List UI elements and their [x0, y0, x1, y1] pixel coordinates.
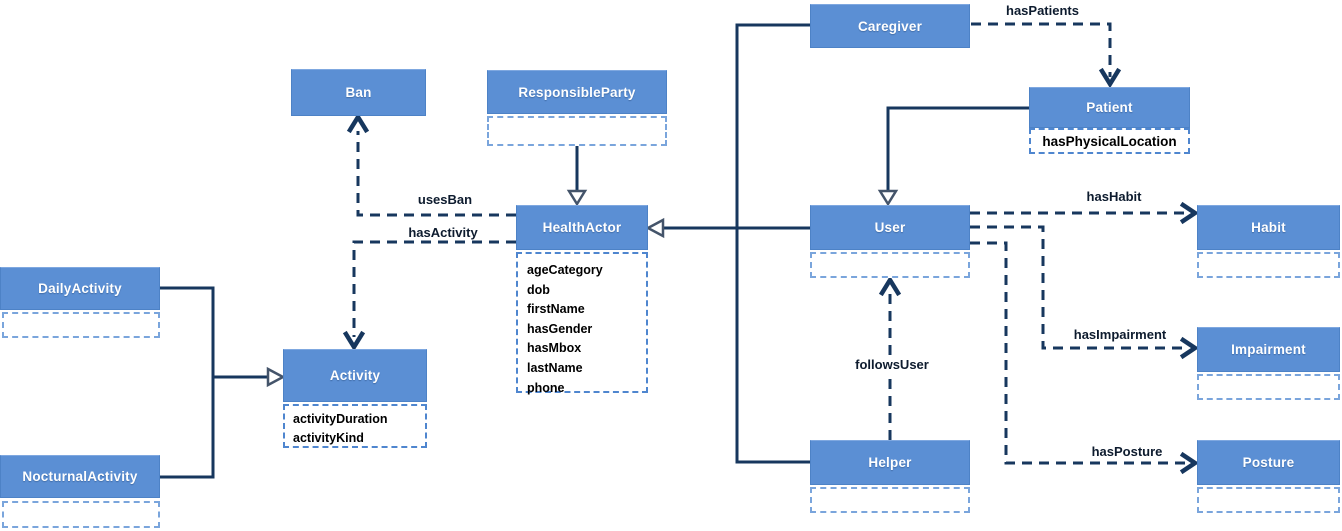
relation-label-hasimpairment: hasImpairment	[1073, 327, 1167, 342]
attributes-healthactor: ageCategory dob firstName hasGender hasM…	[516, 252, 648, 395]
generalization-arrowhead-patient	[877, 189, 899, 207]
attributes-habit	[1197, 252, 1340, 278]
generalization-arrowhead-activity	[266, 366, 286, 388]
arrowhead-haspatients-icon	[1098, 67, 1122, 89]
attributes-patient: hasPhysicalLocation	[1029, 128, 1190, 154]
generalization-patient-user	[886, 106, 1029, 191]
class-responsibleparty: ResponsibleParty	[487, 70, 667, 114]
attribute: phone	[527, 380, 565, 395]
attributes-posture	[1197, 487, 1340, 513]
class-patient: Patient	[1029, 87, 1190, 128]
attributes-responsibleparty	[487, 116, 667, 146]
class-posture: Posture	[1197, 440, 1340, 485]
arrowhead-hashabit-icon	[1179, 201, 1200, 225]
attribute: hasGender	[527, 321, 593, 336]
class-nocturnalactivity: NocturnalActivity	[0, 455, 160, 498]
attribute: activityKind	[293, 431, 364, 445]
relation-label-followsuser: followsUser	[846, 356, 938, 373]
arrowhead-followsuser-icon	[878, 275, 902, 297]
relation-hasposture-line	[970, 241, 1185, 465]
relation-label-hasactivity: hasActivity	[408, 225, 478, 240]
arrowhead-usesban-icon	[346, 112, 370, 134]
arrowhead-hasactivity-icon	[342, 330, 366, 352]
class-activity: Activity	[283, 349, 427, 402]
attribute: ageCategory	[527, 263, 603, 277]
attributes-helper	[810, 487, 970, 513]
attributes-dailyactivity	[2, 312, 160, 338]
class-helper: Helper	[810, 440, 970, 485]
attribute: lastName	[527, 360, 583, 375]
arrowhead-hasposture-icon	[1179, 451, 1200, 475]
relation-label-usesban: usesBan	[417, 192, 473, 207]
generalization-tree-healthactor	[663, 23, 810, 464]
relation-hasactivity-line	[352, 240, 516, 337]
attribute: dob	[527, 282, 550, 297]
arrowhead-hasimpairment-icon	[1179, 336, 1200, 360]
relation-label-haspatients: hasPatients	[1006, 3, 1079, 18]
attribute: activityDuration	[293, 412, 388, 426]
class-healthactor: HealthActor	[516, 205, 648, 250]
class-caregiver: Caregiver	[810, 4, 970, 48]
class-ban: Ban	[291, 69, 426, 116]
class-habit: Habit	[1197, 205, 1340, 250]
attribute: hasPhysicalLocation	[1042, 133, 1177, 149]
relation-label-hashabit: hasHabit	[1086, 189, 1142, 204]
attributes-user	[810, 252, 970, 278]
class-dailyactivity: DailyActivity	[0, 267, 160, 310]
relation-label-hasposture: hasPosture	[1091, 444, 1163, 459]
attribute: hasMbox	[527, 341, 582, 356]
class-user: User	[810, 205, 970, 250]
attribute: firstName	[527, 302, 585, 317]
class-impairment: Impairment	[1197, 327, 1340, 372]
generalization-arrowhead-healthactor	[645, 217, 665, 239]
attributes-nocturnalactivity	[2, 501, 160, 528]
attributes-activity: activityDuration activityKind	[283, 404, 427, 448]
attributes-impairment	[1197, 374, 1340, 400]
generalization-tree-activity	[160, 286, 268, 479]
relation-haspatients-line	[971, 22, 1112, 77]
generalization-arrowhead-responsibleparty	[566, 189, 588, 207]
